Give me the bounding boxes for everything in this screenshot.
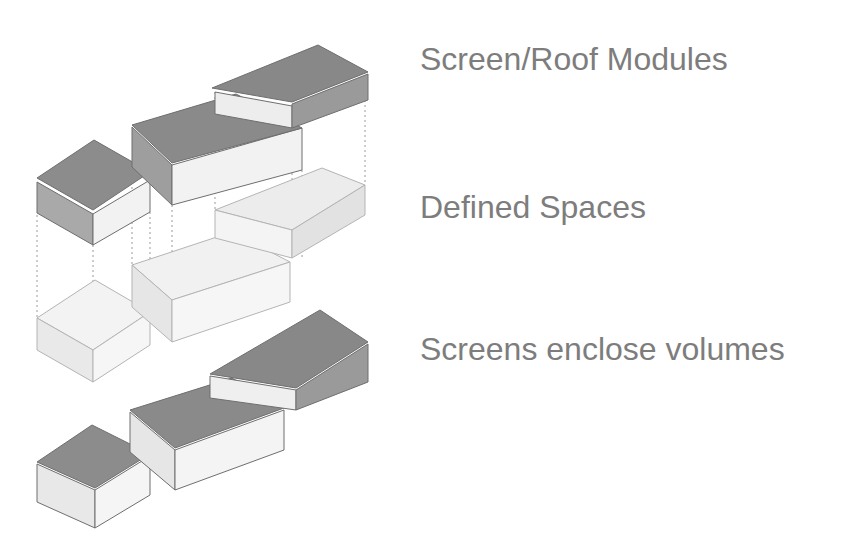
space-face: [292, 185, 365, 258]
space-face: [93, 312, 150, 382]
roof-modules: [37, 45, 368, 245]
enclosed-volumes: [37, 310, 368, 528]
space-face: [37, 318, 93, 382]
projection-line: [37, 215, 38, 318]
roof-top: [212, 45, 368, 102]
row-label: Defined Spaces: [420, 190, 646, 225]
row-label: Screens enclose volumes: [420, 332, 785, 367]
projection-line: [365, 100, 366, 185]
space-face: [215, 210, 292, 258]
roof-top: [210, 310, 368, 388]
space-face: [132, 265, 172, 342]
row-label: Screen/Roof Modules: [420, 42, 728, 77]
space-face: [172, 262, 290, 342]
projection-lines: [37, 92, 365, 350]
